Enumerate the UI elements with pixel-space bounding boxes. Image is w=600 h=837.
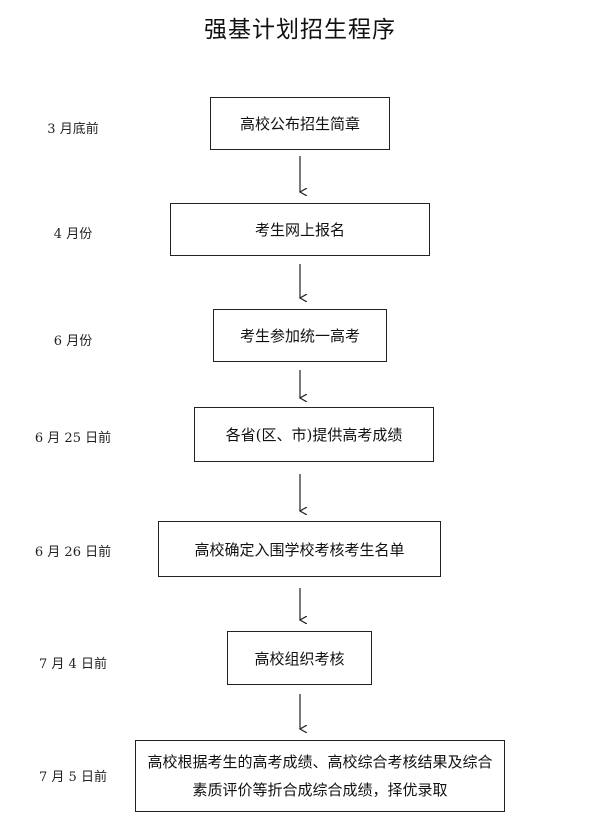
step-text-4: 各省(区、市)提供高考成绩: [225, 426, 403, 444]
step-text-3: 考生参加统一高考: [239, 327, 360, 345]
step-text-1: 高校公布招生简章: [239, 115, 360, 133]
step-box-3: 考生参加统一高考: [213, 309, 387, 362]
step-box-6: 高校组织考核: [227, 631, 372, 685]
step-text-7-line-1: 高校根据考生的高考成绩、高校综合考核结果及综合: [147, 753, 493, 771]
step-box-1: 高校公布招生简章: [210, 97, 390, 150]
step-date-2: 4 月份: [53, 227, 93, 242]
step-box-4: 各省(区、市)提供高考成绩: [194, 407, 434, 462]
step-text-2: 考生网上报名: [254, 221, 345, 239]
step-date-1: 3 月底前: [47, 122, 99, 137]
step-date-4: 6 月 25 日前: [34, 431, 112, 446]
step-text-6: 高校组织考核: [254, 649, 345, 668]
step-date-6: 7 月 4 日前: [39, 657, 107, 672]
step-box-5: 高校确定入围学校考核考生名单: [158, 521, 441, 577]
step-box-2: 考生网上报名: [170, 203, 430, 256]
page-title: 强基计划招生程序: [204, 17, 396, 43]
step-text-5: 高校确定入围学校考核考生名单: [194, 540, 405, 559]
step-date-5: 6 月 26 日前: [34, 545, 112, 560]
step-date-7: 7 月 5 日前: [39, 770, 107, 785]
step-box-7: 高校根据考生的高考成绩、高校综合考核结果及综合 素质评价等折合成综合成绩，择优录…: [135, 740, 505, 812]
step-date-3: 6 月份: [53, 334, 93, 349]
step-text-7-line-2: 素质评价等折合成综合成绩，择优录取: [192, 781, 448, 799]
